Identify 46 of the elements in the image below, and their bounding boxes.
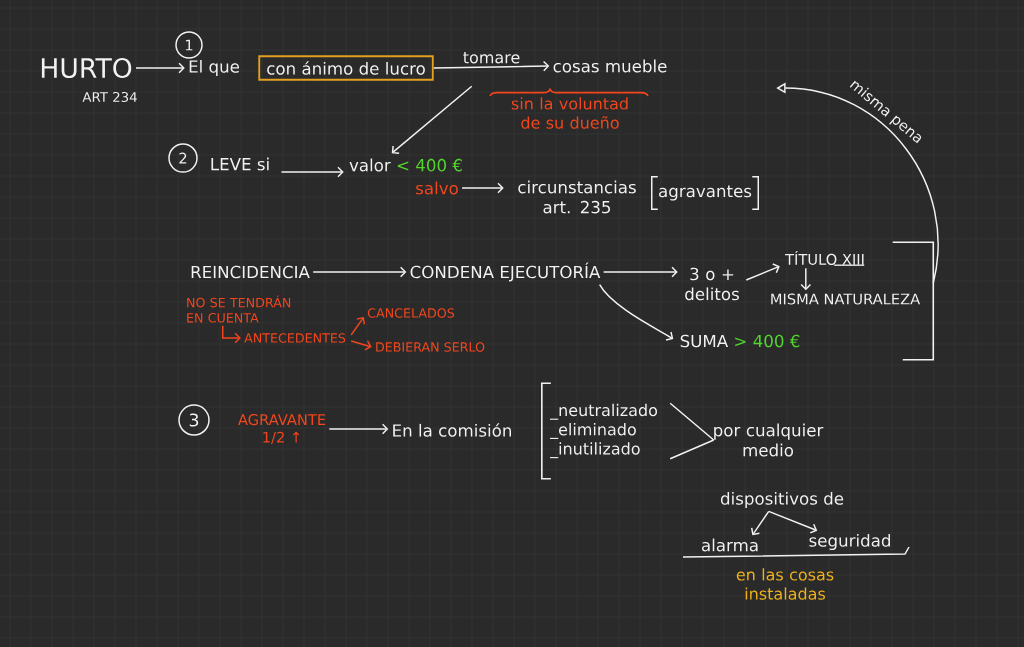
note-text: sin la voluntad de su dueño bbox=[511, 97, 628, 129]
highlight-box: con ánimo de lucro bbox=[258, 55, 434, 81]
concept-text: alarma bbox=[702, 538, 758, 552]
note-text: en las cosas instaladas bbox=[736, 568, 834, 600]
arrow bbox=[461, 182, 504, 194]
arrow bbox=[312, 266, 407, 278]
note-text: CANCELADOS bbox=[367, 308, 455, 318]
chevron bbox=[669, 402, 715, 460]
arrow bbox=[602, 266, 678, 278]
note-text: ANTECEDENTES bbox=[244, 333, 346, 343]
concept-text: CONDENA EJECUTORÍA bbox=[410, 262, 601, 282]
arrow bbox=[745, 263, 780, 281]
concept-text: En la comisión bbox=[393, 423, 511, 437]
arrow bbox=[768, 510, 818, 534]
concept-text: 3 o + delitos bbox=[685, 267, 739, 301]
concept-text: cosas mueble bbox=[553, 59, 667, 73]
concept-text: por cualquier medio bbox=[714, 423, 824, 457]
note-text: DEBIERAN SERLO bbox=[376, 342, 485, 352]
concept-text: El que bbox=[189, 59, 240, 77]
concept-text: REINCIDENCIA bbox=[191, 265, 310, 279]
arrow bbox=[598, 283, 674, 341]
concept-text: seguridad bbox=[809, 533, 890, 551]
arrow bbox=[750, 510, 770, 536]
concept-text: LEVE si bbox=[211, 157, 269, 171]
bracketed-list: _neutralizado _eliminado _inutilizado bbox=[541, 382, 658, 480]
caption-text: ART 234 bbox=[82, 91, 137, 103]
arrow bbox=[800, 267, 812, 291]
note-text: salvo bbox=[416, 181, 458, 195]
concept-text: TÍTULO XIII bbox=[785, 251, 864, 265]
bracketed-note: agravantes bbox=[651, 176, 759, 210]
concept-text: dispositivos de bbox=[720, 491, 844, 509]
arrow bbox=[391, 85, 473, 154]
concept-text: valor < 400 € bbox=[349, 158, 462, 172]
arrow bbox=[350, 317, 366, 336]
arrow bbox=[432, 60, 550, 72]
concept-text: SUMA > 400 € bbox=[680, 334, 800, 348]
concept-text: circunstancias art. 235 bbox=[518, 180, 636, 214]
note-text: AGRAVANTE 1/2 ↑ bbox=[238, 414, 326, 444]
note-text: NO SE TENDRÁN EN CUENTA bbox=[187, 295, 291, 323]
arrow bbox=[222, 325, 241, 344]
concept-text: MISMA NATURALEZA bbox=[771, 293, 921, 305]
arrow bbox=[350, 340, 372, 351]
arrow bbox=[280, 166, 344, 178]
concept-text: HURTO bbox=[41, 57, 132, 79]
arrow bbox=[328, 423, 389, 435]
arrow bbox=[135, 62, 185, 74]
